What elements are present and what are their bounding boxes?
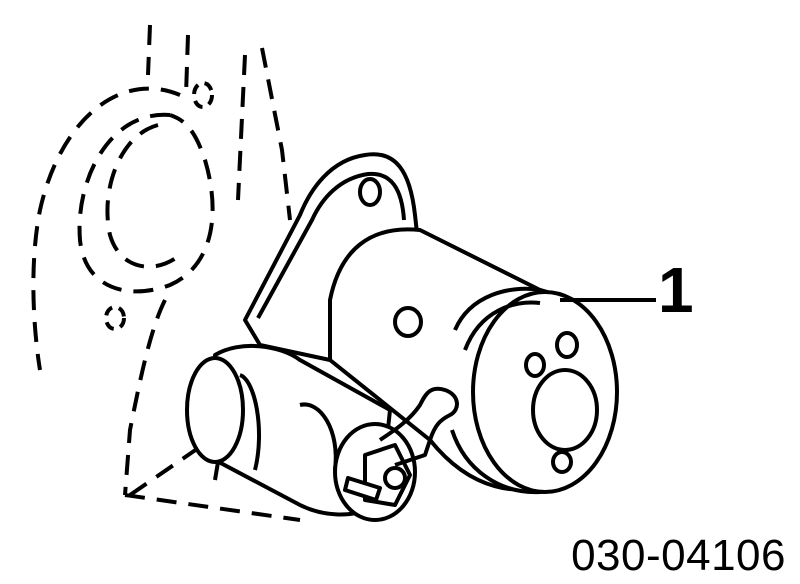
mounting-plate-outline [31, 24, 301, 522]
lead-wire [378, 386, 459, 467]
end-cap-boss [531, 368, 599, 452]
callout-label-1: 1 [658, 254, 694, 326]
flange-bolt-hole [358, 177, 382, 207]
solenoid-rear [185, 356, 245, 464]
starter-motor [185, 152, 619, 522]
diagram-part-code: 030-04106 [571, 531, 786, 580]
terminal-stud [383, 466, 407, 490]
end-cap-hole-3 [551, 450, 573, 474]
housing-hole [393, 306, 423, 338]
mounting-plate-holes [104, 81, 214, 331]
end-cap-hole-2 [555, 331, 579, 359]
end-cap-hole-1 [524, 352, 546, 378]
